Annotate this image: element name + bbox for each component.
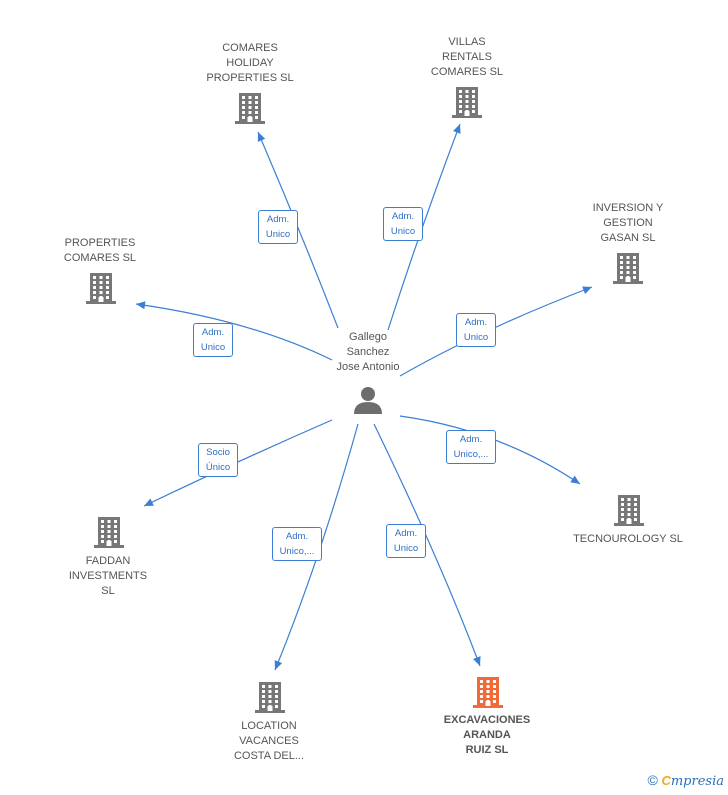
arrow-head <box>144 498 154 506</box>
arrow-head <box>473 656 481 666</box>
person-name-label[interactable]: Gallego Sanchez Jose Antonio <box>336 331 400 373</box>
copyright-footer: © Cmpresia <box>648 772 724 789</box>
building-icon[interactable] <box>613 253 643 284</box>
company-label-properties-comares[interactable]: PROPERTIES COMARES SL <box>63 237 137 264</box>
role-badge-tecnourology[interactable]: Adm. Unico,... <box>446 430 496 464</box>
arrow-head <box>274 660 283 670</box>
role-badge-villas-rentals[interactable]: Adm. Unico <box>383 207 423 241</box>
edge-inversion-gestion <box>399 286 593 377</box>
edge-excavaciones <box>373 423 481 667</box>
role-badge-inversion-gestion[interactable]: Adm. Unico <box>456 313 496 347</box>
company-label-tecnourology[interactable]: TECNOUROLOGY SL <box>573 533 683 545</box>
building-icon[interactable] <box>94 517 124 548</box>
company-label-comares-holiday[interactable]: COMARES HOLIDAY PROPERTIES SL <box>206 42 294 84</box>
arrow-head <box>570 475 580 484</box>
role-badge-location-vacances[interactable]: Adm. Unico,... <box>272 527 322 561</box>
company-label-villas-rentals[interactable]: VILLAS RENTALS COMARES SL <box>430 36 504 78</box>
role-badge-excavaciones[interactable]: Adm. Unico <box>386 524 426 558</box>
arrow-head <box>582 286 592 294</box>
arrow-head <box>257 132 266 142</box>
building-icon[interactable] <box>235 93 265 124</box>
person-icon[interactable] <box>354 387 382 414</box>
building-icon[interactable] <box>452 87 482 118</box>
brand-logo-initial: C <box>661 773 671 788</box>
edge-faddan <box>143 419 333 507</box>
arrow-head <box>136 301 146 310</box>
role-badge-comares-holiday[interactable]: Adm. Unico <box>258 210 298 244</box>
company-label-location-vacances[interactable]: LOCATION VACANCES COSTA DEL... <box>233 720 305 762</box>
company-label-inversion-gestion[interactable]: INVERSION Y GESTION GASAN SL <box>592 202 664 244</box>
brand-logo-text: mpresia <box>670 774 724 789</box>
building-icon[interactable] <box>86 273 116 304</box>
company-label-excavaciones[interactable]: EXCAVACIONES ARANDA RUIZ SL <box>443 714 531 756</box>
role-badge-faddan[interactable]: Socio Único <box>198 443 238 477</box>
role-badge-properties-comares[interactable]: Adm. Unico <box>193 323 233 357</box>
building-icon[interactable] <box>614 495 644 526</box>
arrow-head <box>453 124 461 134</box>
edge-comares-holiday <box>257 131 339 329</box>
building-icon[interactable] <box>473 677 503 708</box>
company-label-faddan[interactable]: FADDAN INVESTMENTS SL <box>68 555 148 597</box>
copyright-symbol: © <box>647 772 658 788</box>
edge-properties-comares <box>135 303 333 361</box>
building-icon[interactable] <box>255 682 285 713</box>
